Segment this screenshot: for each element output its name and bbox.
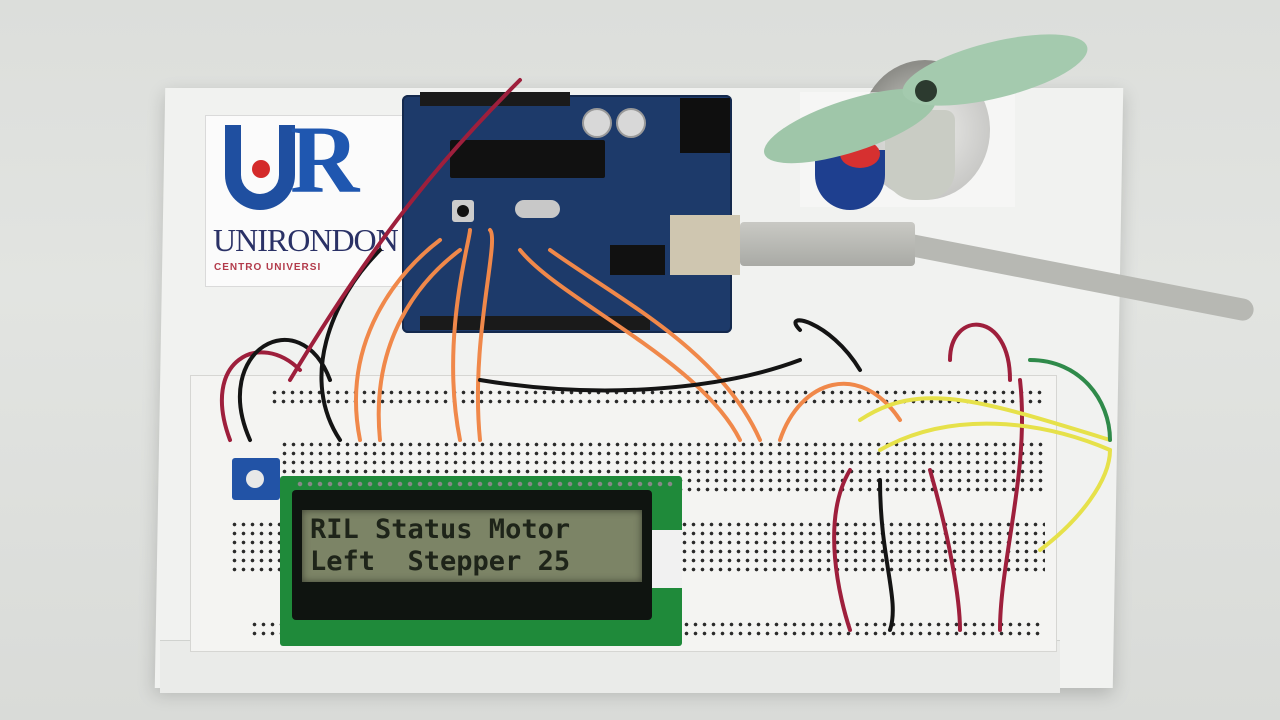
lcd-line-2: Left Stepper 25 xyxy=(310,546,571,577)
lcd-screen xyxy=(302,510,642,582)
logo-dot-icon xyxy=(252,160,270,178)
logo-r-mark: R xyxy=(290,106,360,213)
fan-hub-icon xyxy=(915,80,937,102)
capacitor-icon xyxy=(616,108,646,138)
reset-button xyxy=(452,200,474,222)
capacitor-icon xyxy=(582,108,612,138)
lcd-header-pins xyxy=(295,478,675,490)
logo-name: UNIRONDON xyxy=(213,222,399,258)
potentiometer xyxy=(232,458,280,500)
usb-plug xyxy=(740,222,915,266)
arduino-digital-header xyxy=(420,92,570,106)
lcd-connector xyxy=(652,530,682,588)
arduino-analog-header xyxy=(420,316,650,330)
logo-subtitle: CENTRO UNIVERSI xyxy=(214,262,322,273)
breadboard-rail-top xyxy=(270,388,1045,406)
crystal-oscillator xyxy=(515,200,560,218)
usb-chip xyxy=(610,245,665,275)
lcd-line-1: RIL Status Motor xyxy=(310,514,571,545)
usb-port xyxy=(670,215,740,275)
microcontroller-chip xyxy=(450,140,605,178)
dc-power-jack xyxy=(680,98,730,153)
logo-u-mark-icon xyxy=(225,125,295,210)
